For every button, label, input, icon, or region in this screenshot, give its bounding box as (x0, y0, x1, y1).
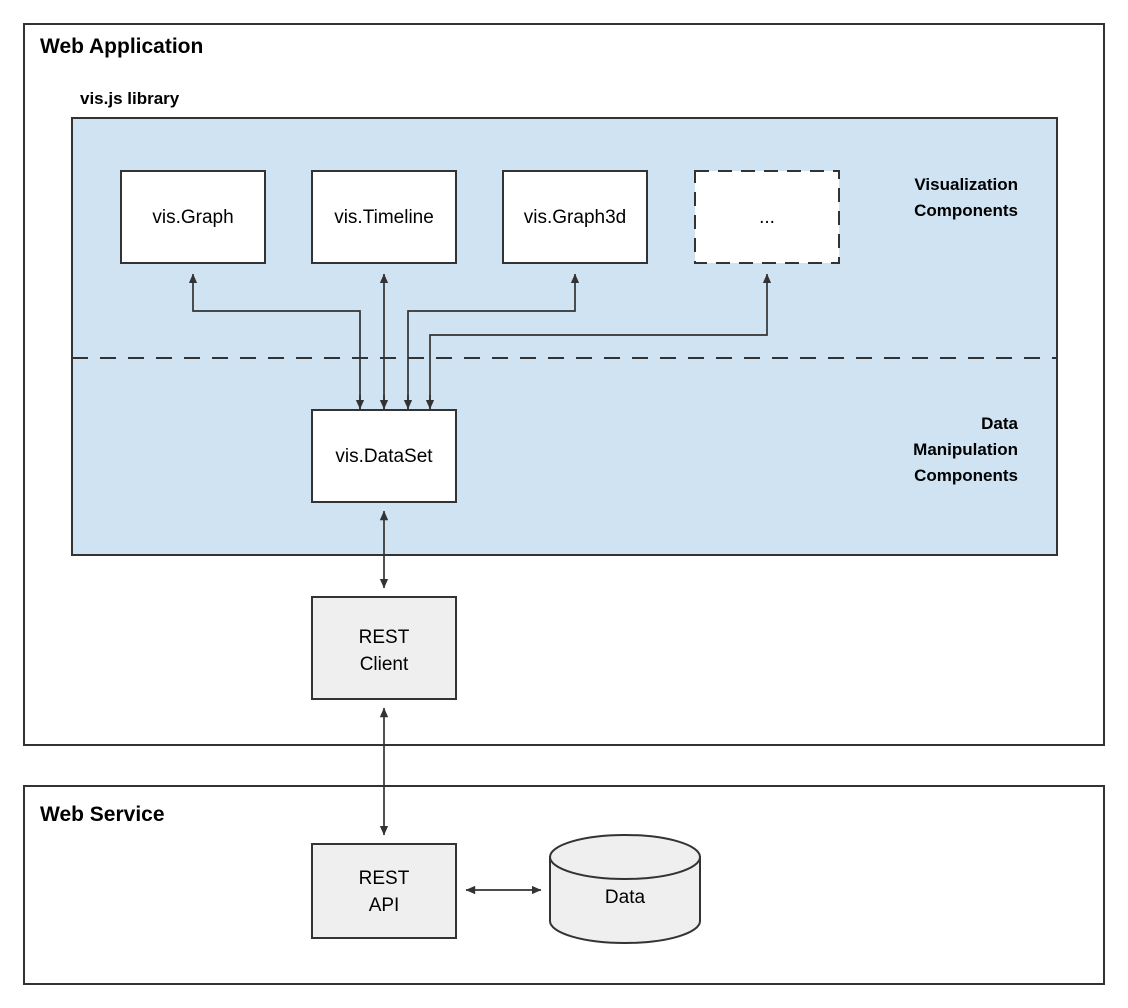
node-vis-dataset-label: vis.DataSet (335, 446, 433, 467)
node-rest-client[interactable] (311, 596, 457, 700)
node-data-store-body[interactable] (549, 856, 701, 944)
node-data-store-top (549, 834, 701, 880)
frame-web-service-title: Web Service (40, 803, 165, 826)
group-label-data-manipulation-line1: Data (981, 414, 1018, 433)
node-vis-graph3d-label: vis.Graph3d (524, 207, 626, 228)
node-rest-client-label-line2: Client (360, 654, 409, 675)
connector-dataset-to-more-components (429, 273, 772, 410)
group-label-visualization-line1: Visualization (914, 175, 1018, 194)
connector-dataset-to-vis-graph3d (407, 273, 580, 410)
node-rest-api-label-line1: REST (359, 868, 410, 889)
group-label-data-manipulation-line2: Manipulation (913, 440, 1018, 459)
group-label-data-manipulation-line3: Components (914, 466, 1018, 485)
group-label-visualization-line2: Components (914, 201, 1018, 220)
node-rest-api-label-line2: API (369, 895, 400, 916)
node-vis-graph3d[interactable] (502, 170, 648, 264)
node-vis-dataset[interactable] (311, 409, 457, 503)
node-more-components[interactable] (694, 170, 840, 264)
node-vis-graph-label: vis.Graph (152, 207, 233, 228)
connector-dataset-to-vis-graph (188, 273, 361, 410)
node-more-components-label: ... (759, 207, 775, 228)
node-vis-timeline[interactable] (311, 170, 457, 264)
frame-web-application-title: Web Application (40, 35, 203, 58)
panel-visjs-library-title: vis.js library (80, 89, 180, 108)
node-rest-client-label-line1: REST (359, 627, 410, 648)
node-data-store-label: Data (605, 887, 646, 908)
node-rest-api[interactable] (311, 843, 457, 939)
node-vis-timeline-label: vis.Timeline (334, 207, 434, 228)
node-vis-graph[interactable] (120, 170, 266, 264)
